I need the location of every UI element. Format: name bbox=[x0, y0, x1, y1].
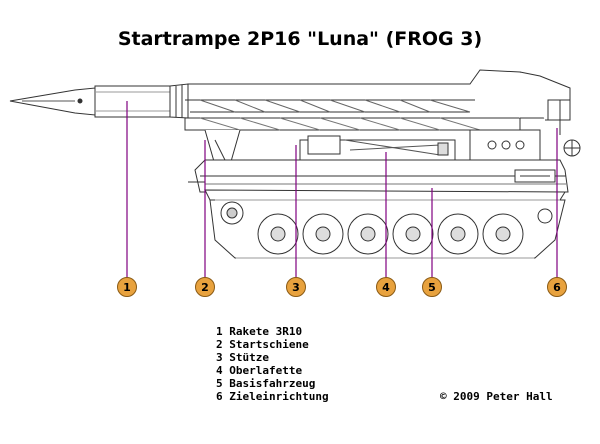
launch-rail bbox=[184, 69, 571, 135]
marker-1: 1 bbox=[117, 277, 137, 297]
legend-item-2: 2 Startschiene bbox=[216, 338, 309, 351]
support-frame bbox=[204, 129, 581, 183]
marker-6: 6 bbox=[547, 277, 567, 297]
legend: 1 Rakete 3R10 2 Startschiene 3 Stütze 4 … bbox=[216, 325, 329, 403]
base-vehicle bbox=[188, 159, 569, 259]
leader-lines bbox=[126, 101, 558, 278]
legend-item-4: 4 Oberlafette bbox=[216, 364, 303, 377]
road-wheels bbox=[257, 213, 524, 255]
marker-3: 3 bbox=[286, 277, 306, 297]
marker-5: 5 bbox=[422, 277, 442, 297]
diagram-title: Startrampe 2P16 "Luna" (FROG 3) bbox=[117, 28, 483, 50]
marker-2: 2 bbox=[195, 277, 215, 297]
legend-item-6: 6 Zieleinrichtung bbox=[216, 390, 329, 403]
rocket bbox=[9, 83, 521, 119]
legend-item-1: 1 Rakete 3R10 bbox=[216, 325, 303, 338]
copyright: © 2009 Peter Hall bbox=[440, 390, 553, 403]
marker-4: 4 bbox=[376, 277, 396, 297]
legend-item-3: 3 Stütze bbox=[216, 351, 269, 364]
legend-item-5: 5 Basisfahrzeug bbox=[216, 377, 316, 390]
